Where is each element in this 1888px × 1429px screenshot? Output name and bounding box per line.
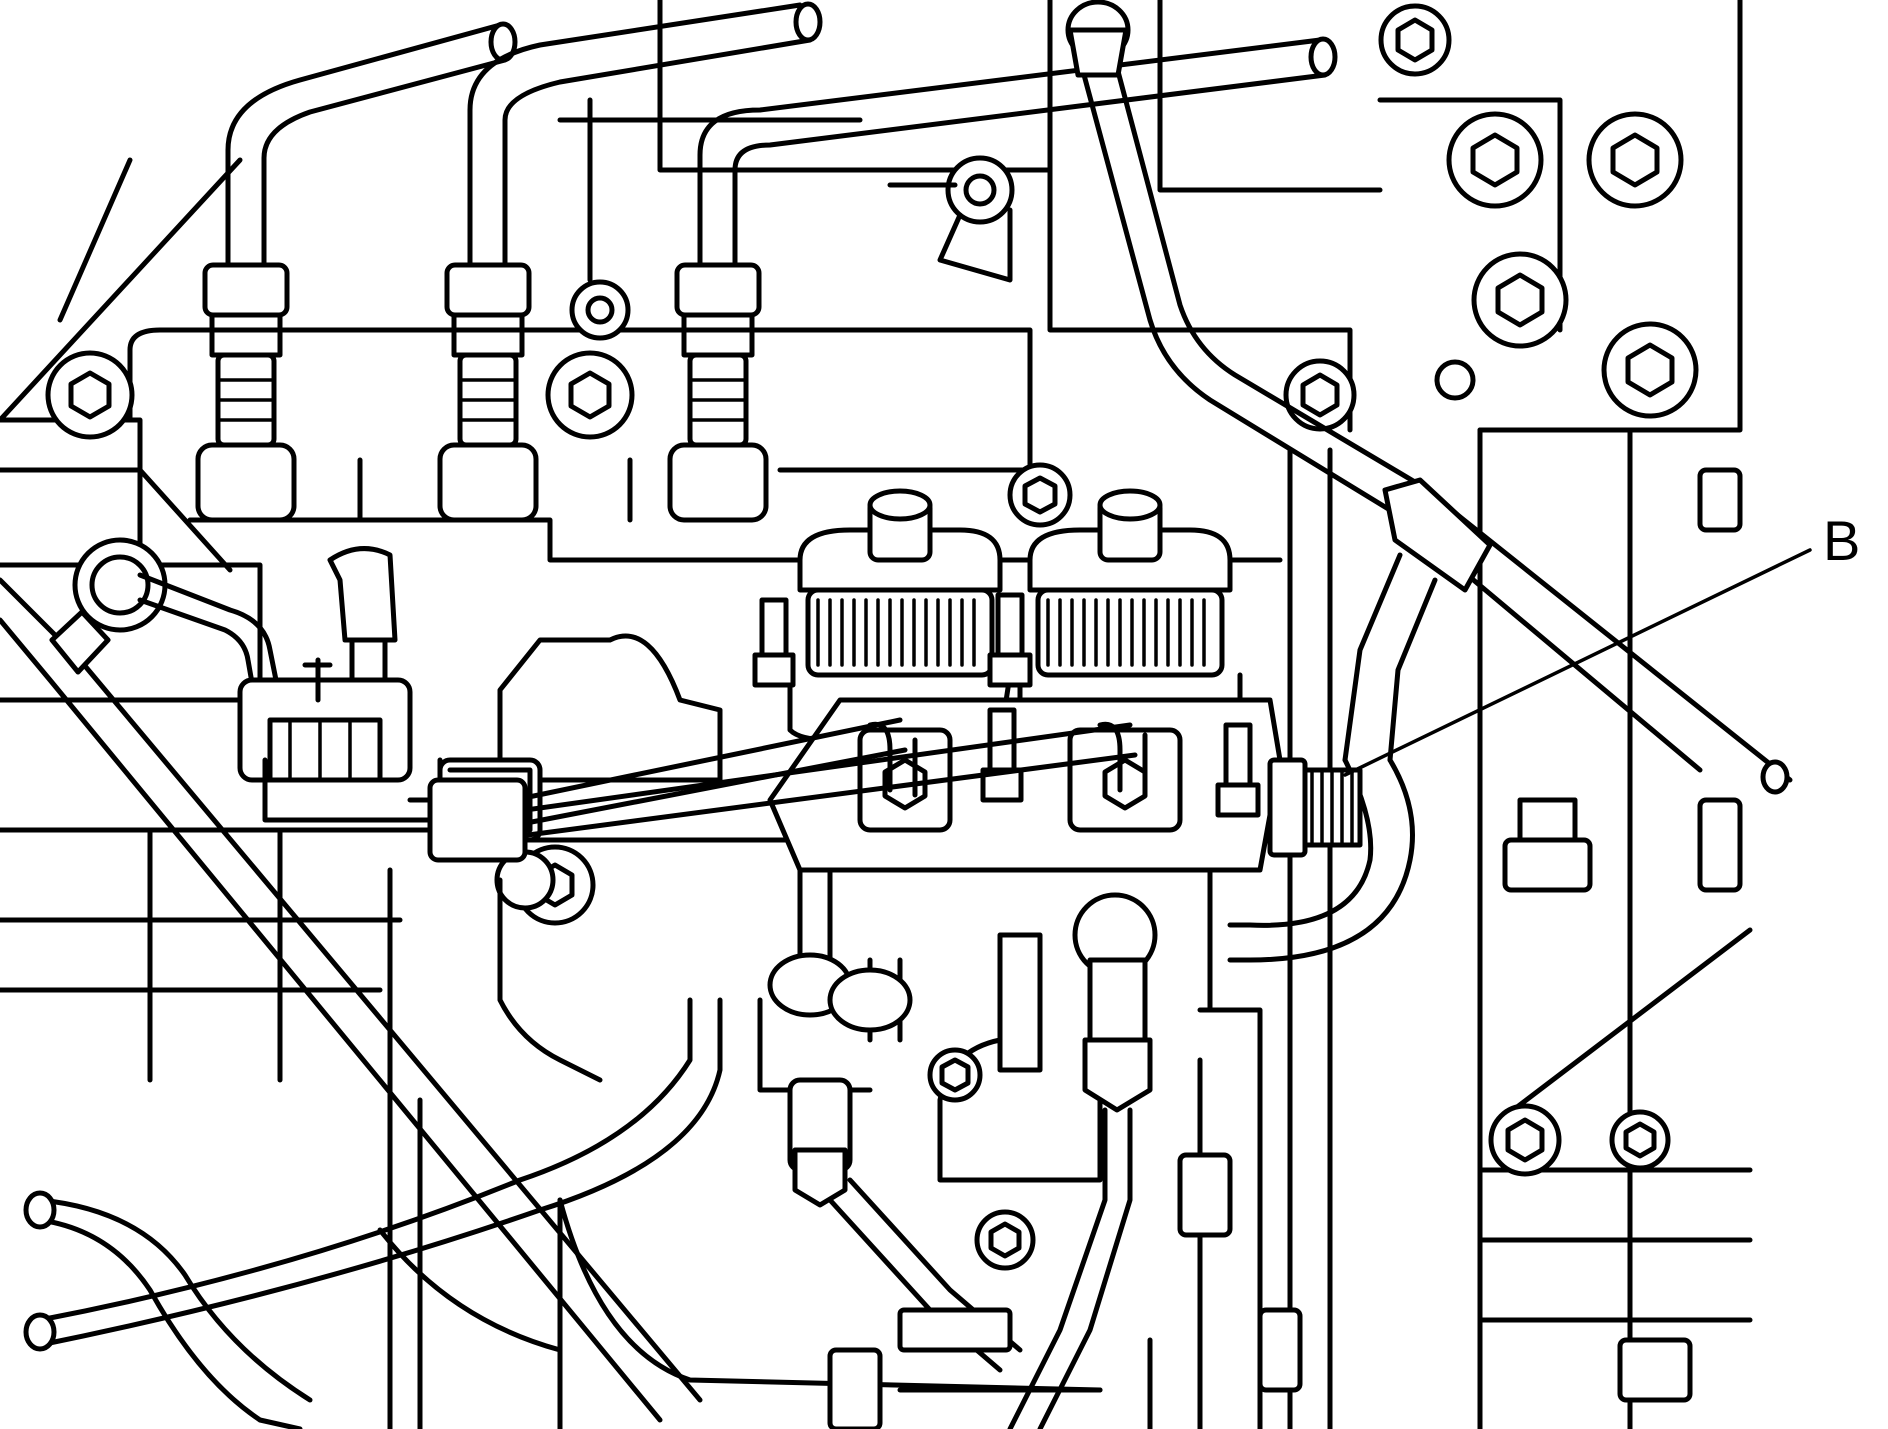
- return-pipe-right: [1065, 0, 1793, 963]
- bolt-icon: [1488, 1103, 1562, 1177]
- injector-pipes: [127, 1, 1338, 563]
- bolt-icon: [545, 350, 635, 440]
- lower-fitting: [1007, 892, 1158, 1429]
- bolt-icon: [1601, 321, 1699, 419]
- housing-outlines: [0, 0, 1753, 1429]
- bolt-icon: [45, 350, 135, 440]
- fitting-stack-2: [437, 262, 539, 523]
- stud-icon: [752, 597, 796, 688]
- hole-icon: [945, 155, 1015, 225]
- stud-icon: [987, 592, 1033, 688]
- fitting-stack-3: [667, 262, 769, 523]
- bolt-icon: [1283, 358, 1357, 432]
- callout-b-leader-line: [1343, 548, 1812, 777]
- bolt-icon: [1446, 111, 1544, 209]
- hole-icon: [1434, 359, 1476, 401]
- injection-pump-body: [427, 467, 1743, 1429]
- bolt-icon: [1378, 3, 1452, 77]
- bolt-icon: [974, 1209, 1036, 1271]
- left-fuel-lines: [72, 537, 443, 833]
- filter-cap-left: [787, 488, 1013, 743]
- hole-icon: [569, 279, 631, 341]
- stud-icon: [980, 707, 1024, 803]
- bolt-icon: [1609, 1109, 1671, 1171]
- bottom-pipes: [23, 997, 1103, 1429]
- bolt-icon: [1586, 111, 1684, 209]
- stud-icon: [1215, 722, 1261, 818]
- callout-b-label: B: [1823, 509, 1860, 572]
- diagonal-pipe-left: [0, 467, 703, 1423]
- callout-b: B: [1343, 509, 1860, 777]
- filter-cap-right: [1017, 488, 1243, 733]
- bolt-icon: [1471, 251, 1569, 349]
- bolt-icon: [1007, 462, 1073, 528]
- fitting-stack-1: [195, 262, 297, 523]
